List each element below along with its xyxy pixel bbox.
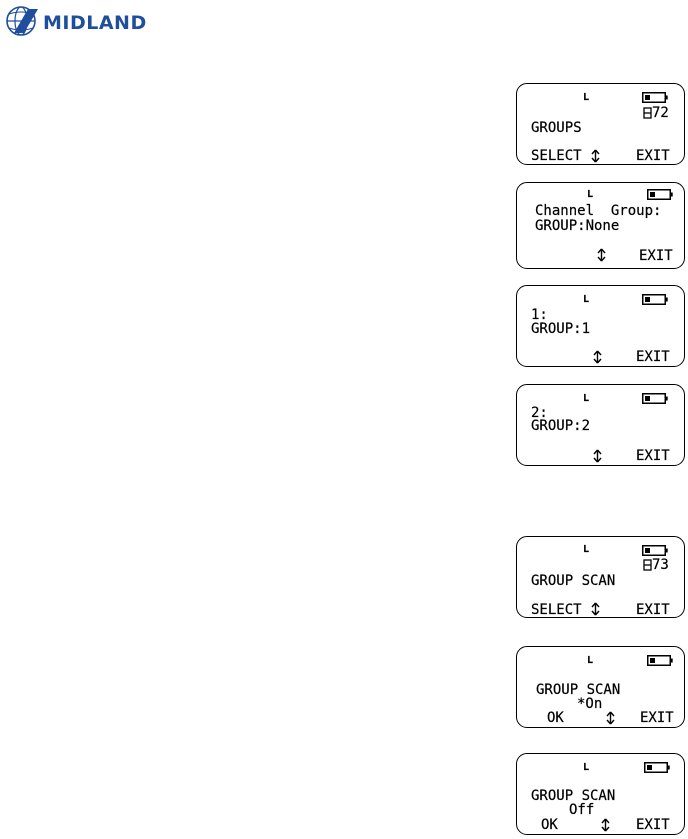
battery-icon — [647, 189, 673, 200]
menu-number: 72 — [652, 106, 669, 120]
ok-softkey: OK — [547, 711, 564, 725]
up-down-arrow-icon — [591, 602, 600, 616]
lcd-screen-group-scan-on: L GROUP SCAN *On OK EXIT — [516, 646, 685, 728]
exit-softkey: EXIT — [636, 449, 670, 463]
select-softkey: SELECT — [531, 603, 582, 617]
lcd-screen-groups-menu: L 72 GROUPS SELECT EXIT — [516, 83, 685, 165]
menu-number: 73 — [652, 558, 669, 572]
screen-line-2: GROUP:1 — [531, 322, 590, 336]
up-down-arrow-icon — [593, 449, 602, 463]
select-softkey: SELECT — [531, 149, 582, 163]
midland-logo: MIDLAND — [4, 3, 176, 39]
screen-line-1: GROUPS — [531, 121, 582, 135]
battery-icon — [644, 762, 670, 773]
brand-name: MIDLAND — [43, 12, 147, 34]
exit-softkey: EXIT — [640, 711, 674, 725]
exit-softkey: EXIT — [636, 603, 670, 617]
screen-line-1: Channel Group: — [535, 204, 661, 218]
up-down-arrow-icon — [606, 711, 615, 725]
battery-icon — [642, 92, 668, 103]
screen-line-2: GROUP:None — [535, 219, 619, 233]
exit-softkey: EXIT — [639, 249, 673, 263]
option-on: *On — [577, 697, 602, 711]
exit-softkey: EXIT — [636, 350, 670, 364]
battery-icon — [647, 655, 673, 666]
lcd-screen-group-2: L 2: GROUP:2 EXIT — [516, 384, 685, 466]
up-down-arrow-icon — [591, 149, 600, 163]
screen-line-1: GROUP SCAN — [531, 789, 615, 803]
up-down-arrow-icon — [601, 818, 610, 832]
screen-line-1: GROUP SCAN — [531, 574, 615, 588]
mode-indicator: L — [583, 763, 589, 773]
mode-indicator: L — [583, 545, 589, 555]
screen-line-1: GROUP SCAN — [536, 683, 620, 697]
lcd-screen-channel-group: L Channel Group: GROUP:None EXIT — [516, 182, 685, 269]
menu-icon — [643, 107, 652, 119]
menu-icon — [643, 559, 652, 571]
globe-icon — [4, 3, 42, 39]
screen-line-1: 1: — [531, 308, 548, 322]
up-down-arrow-icon — [597, 248, 606, 262]
mode-indicator: L — [583, 394, 589, 404]
lcd-screen-group-scan-off: L GROUP SCAN Off OK EXIT — [516, 753, 685, 835]
mode-indicator: L — [587, 656, 593, 666]
mode-indicator: L — [583, 93, 589, 103]
battery-icon — [642, 545, 668, 556]
battery-icon — [642, 294, 668, 305]
mode-indicator: L — [583, 295, 589, 305]
ok-softkey: OK — [541, 818, 558, 832]
lcd-screen-group-1: L 1: GROUP:1 EXIT — [516, 285, 685, 367]
lcd-screen-group-scan-menu: L 73 GROUP SCAN SELECT EXIT — [516, 536, 685, 618]
exit-softkey: EXIT — [636, 149, 670, 163]
screen-line-2: GROUP:2 — [531, 419, 590, 433]
option-off: Off — [569, 803, 594, 817]
battery-icon — [642, 393, 668, 404]
up-down-arrow-icon — [593, 350, 602, 364]
exit-softkey: EXIT — [636, 818, 670, 832]
mode-indicator: L — [587, 190, 593, 200]
